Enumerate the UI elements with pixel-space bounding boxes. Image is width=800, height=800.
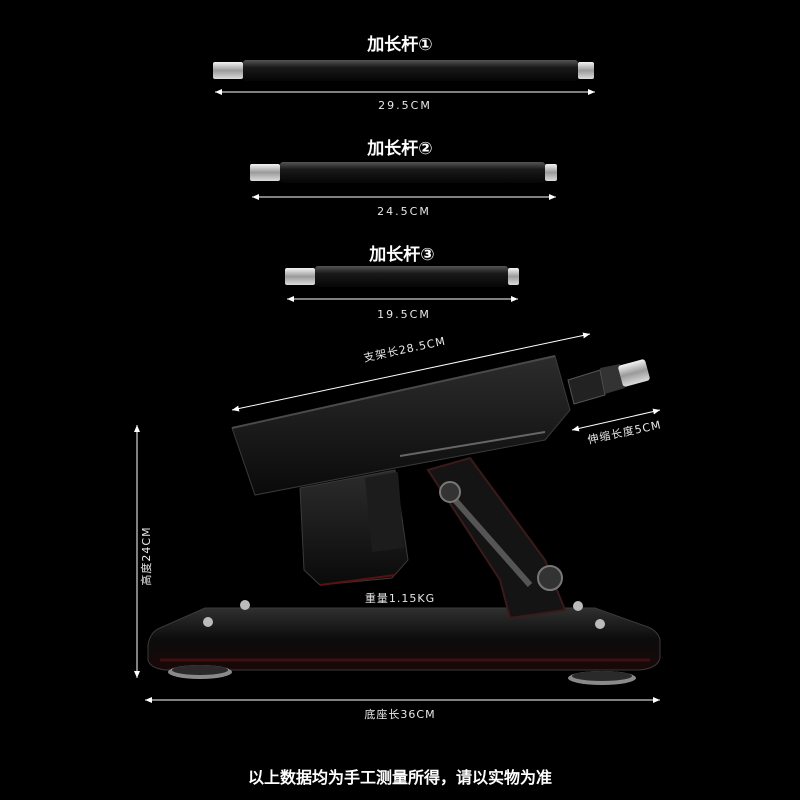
weight-label: 重量1.15KG — [364, 592, 436, 605]
height-label: 高度24CM — [140, 526, 153, 586]
rod-2-length: 24.5CM — [377, 205, 431, 218]
disclaimer-text: 以上数据均为手工测量所得，请以实物为准 — [247, 768, 552, 787]
rod-3-length: 19.5CM — [377, 308, 431, 321]
rod-3-title: 加长杆③ — [369, 245, 435, 265]
rod-2-title: 加长杆② — [367, 139, 433, 159]
machine-illustration — [134, 332, 661, 703]
base-length-label: 底座长36CM — [364, 708, 436, 721]
rod-1-length: 29.5CM — [378, 99, 432, 112]
extension-rod-2 — [250, 162, 557, 200]
extension-rod-3 — [285, 266, 519, 302]
extension-rod-1 — [213, 60, 595, 95]
rod-1-title: 加长杆① — [367, 35, 433, 55]
